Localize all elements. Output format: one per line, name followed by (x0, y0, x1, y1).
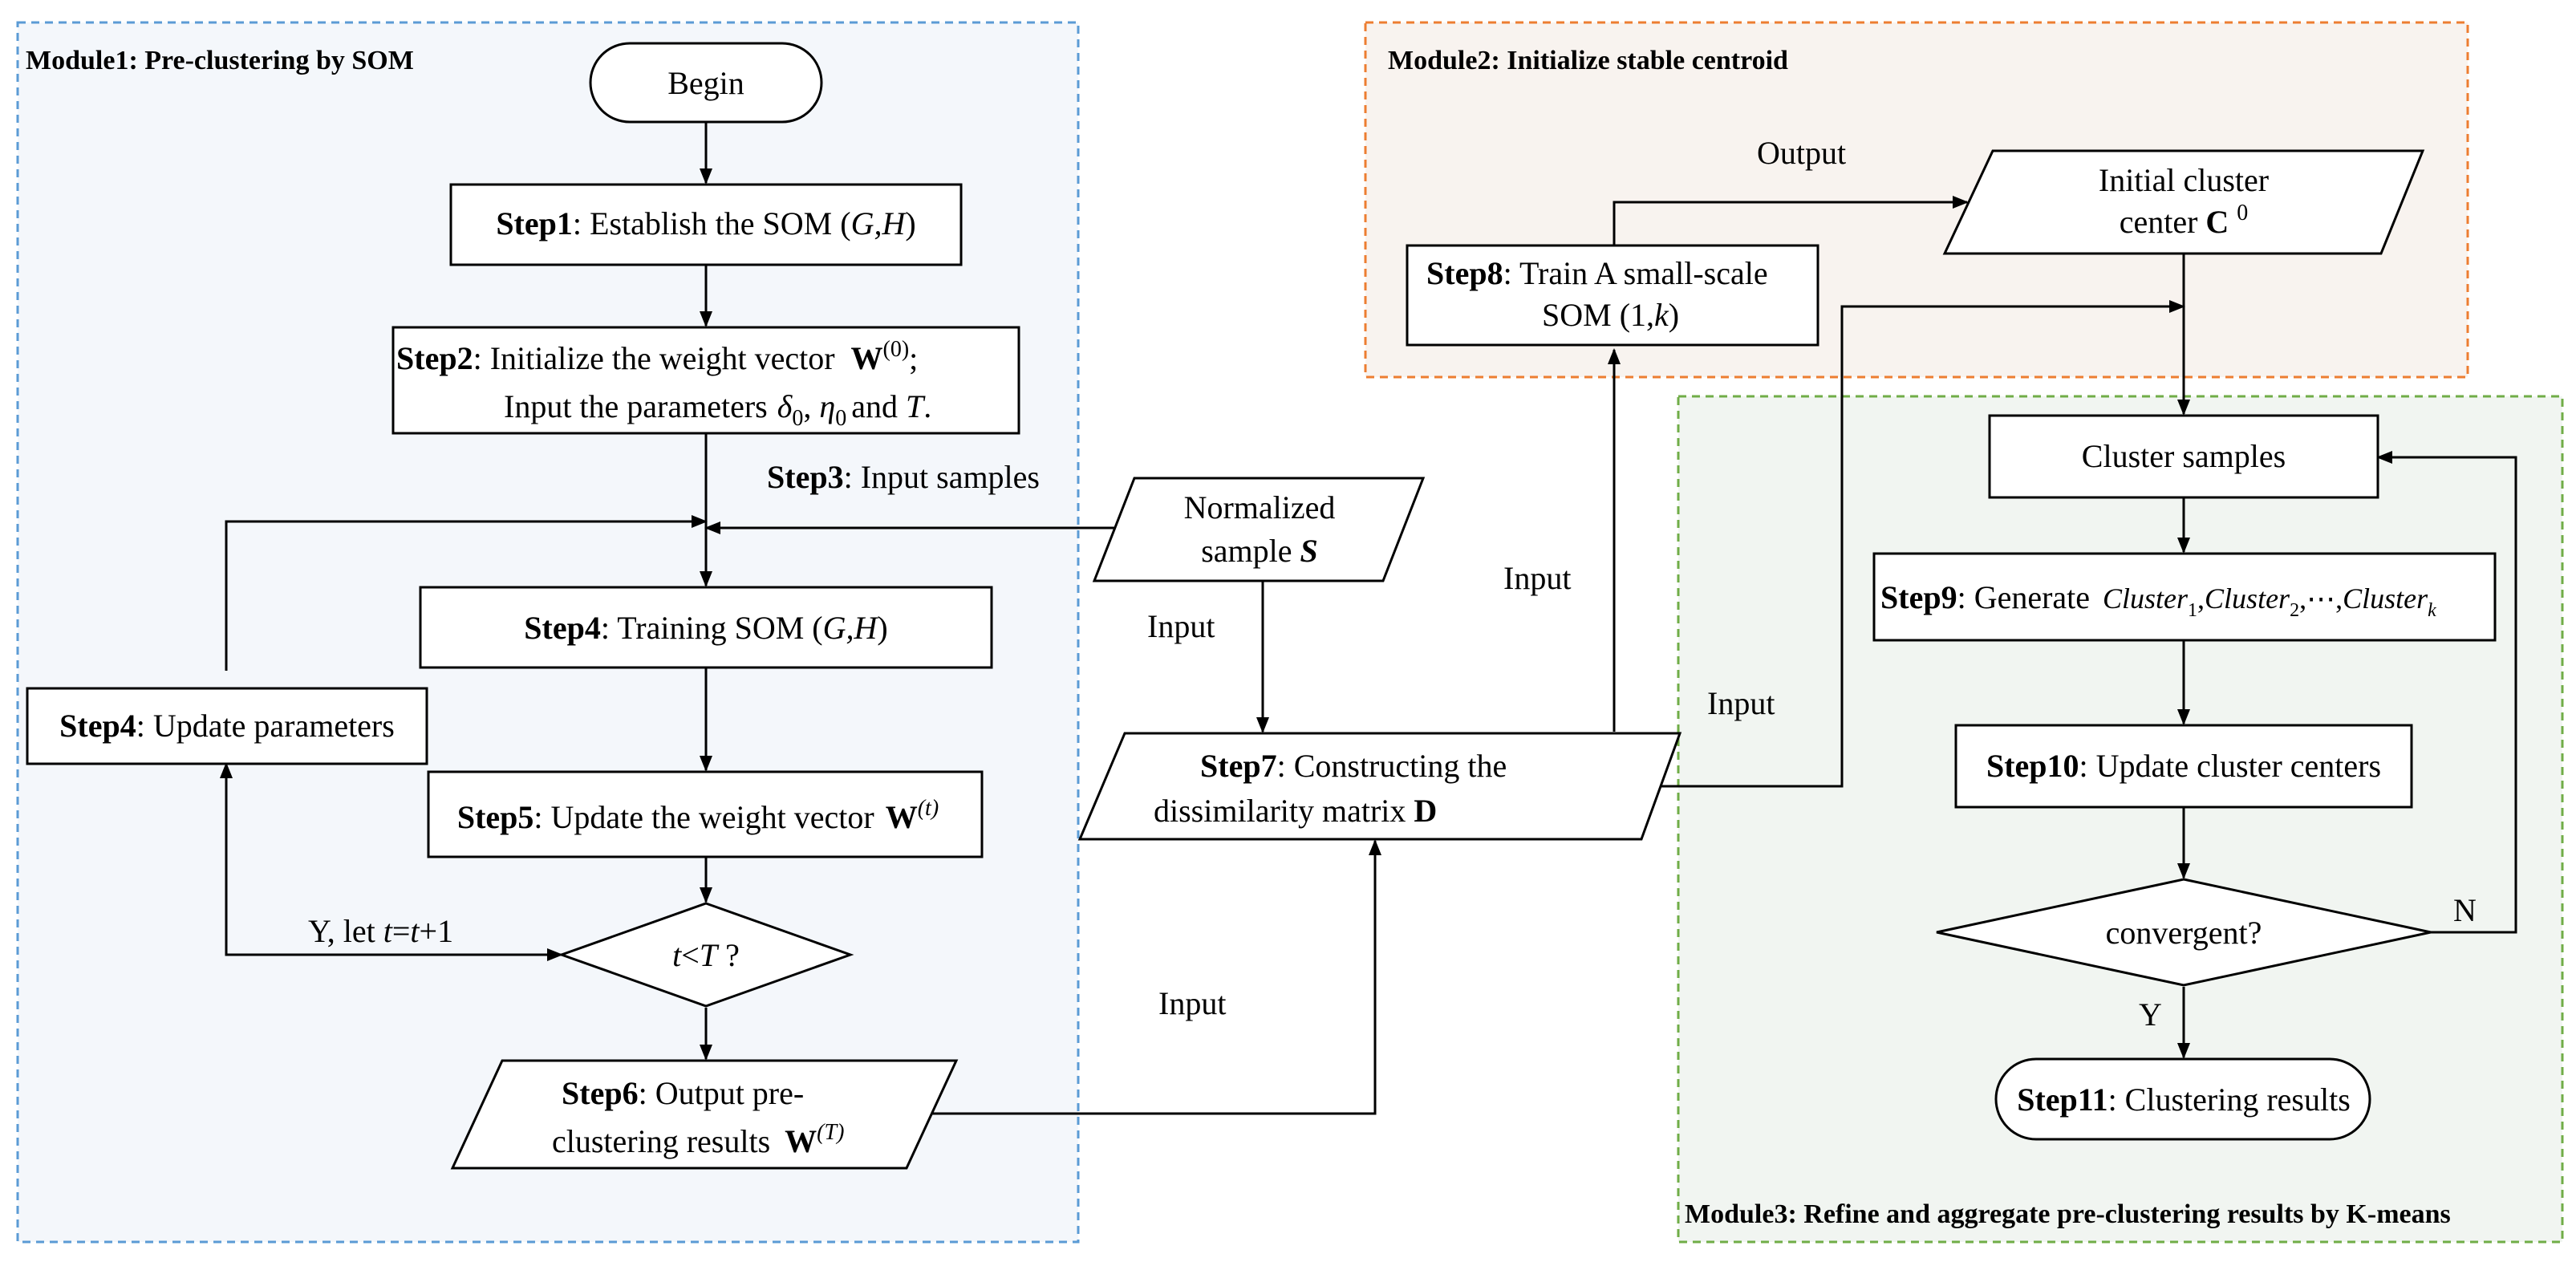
svg-text:Step4: Training SOM (G,H): Step4: Training SOM (G,H) (524, 610, 887, 646)
svg-text:Begin: Begin (667, 65, 744, 101)
edge-label-input-step8: Input (1503, 560, 1571, 596)
step4-training-node: Step4: Training SOM (G,H) (419, 586, 993, 669)
svg-text:convergent?: convergent? (2106, 915, 2262, 951)
svg-text:SOM (1,k): SOM (1,k) (1542, 297, 1679, 333)
svg-text:Step6: Output pre-: Step6: Output pre- (562, 1075, 804, 1111)
svg-text:Step9: Generate Cluster1,Clust: Step9: Generate Cluster1,Cluster2,⋯,Clus… (1880, 579, 2436, 621)
edge-label-yes-let: Y, let t=t+1 (308, 913, 453, 949)
edge-decision-yes-loop (220, 762, 562, 956)
module2-title: Module2: Initialize stable centroid (1388, 46, 1788, 75)
svg-text:sample S: sample S (1201, 533, 1318, 569)
step8-node: Step8: Train A small-scale SOM (1,k) (1406, 244, 1819, 347)
svg-text:Step10: Update cluster centers: Step10: Update cluster centers (1986, 748, 2381, 784)
svg-text:Cluster samples: Cluster samples (2082, 438, 2286, 474)
edge-label-no: N (2453, 892, 2477, 928)
module1-title: Module1: Pre-clustering by SOM (26, 46, 414, 75)
normalized-sample-node: Normalized sample S (1092, 477, 1426, 582)
edge-step8-c0 (1613, 196, 1969, 247)
edge-update-params-loop (225, 515, 708, 671)
edge-decision-no-loop (2376, 451, 2517, 934)
svg-text:Step7: Constructing the: Step7: Constructing the (1200, 748, 1507, 784)
svg-text:Step8: Train A small-scale: Step8: Train A small-scale (1426, 255, 1768, 291)
decision-t-lt-T: t<T ? (558, 902, 854, 1008)
svg-text:center C0: center C0 (2120, 201, 2249, 240)
svg-text:t<T ?: t<T ? (672, 937, 740, 973)
edges (220, 122, 2517, 1115)
edge-label-input-normalized: Input (1147, 608, 1215, 644)
decision-convergent: convergent? (1936, 878, 2432, 987)
step3-label: Step3: Input samples (767, 459, 1040, 495)
edge-label-yes: Y (2139, 996, 2162, 1033)
step4-update-node: Step4: Update parameters (26, 687, 428, 765)
svg-text:dissimilarity matrix D: dissimilarity matrix D (1154, 793, 1437, 829)
step7-node: Step7: Constructing the dissimilarity ma… (1077, 732, 1682, 841)
module3-title: Module3: Refine and aggregate pre-cluste… (1685, 1199, 2451, 1229)
step10-node: Step10: Update cluster centers (1954, 724, 2413, 809)
step11-node: Step11: Clustering results (1994, 1057, 2371, 1141)
edge-step7-cluster (1641, 300, 2185, 788)
edge-step6-step7 (927, 839, 1381, 1115)
edge-label-input-cluster: Input (1707, 685, 1775, 721)
svg-text:Step11: Clustering results: Step11: Clustering results (2017, 1081, 2351, 1118)
edge-label-output: Output (1757, 135, 1846, 171)
step9-node: Step9: Generate Cluster1,Cluster2,⋯,Clus… (1872, 552, 2497, 642)
svg-text:Step4: Update parameters: Step4: Update parameters (59, 708, 395, 744)
begin-node: Begin (589, 42, 823, 124)
svg-text:Normalized: Normalized (1184, 489, 1336, 525)
step1-node: Step1: Establish the SOM (G,H) (449, 183, 963, 266)
edge-label-input-step6: Input (1158, 985, 1226, 1021)
cluster-samples-node: Cluster samples (1988, 414, 2379, 499)
svg-text:Step1: Establish the SOM (G,H): Step1: Establish the SOM (G,H) (496, 205, 915, 241)
svg-text:Initial cluster: Initial cluster (2099, 162, 2269, 198)
